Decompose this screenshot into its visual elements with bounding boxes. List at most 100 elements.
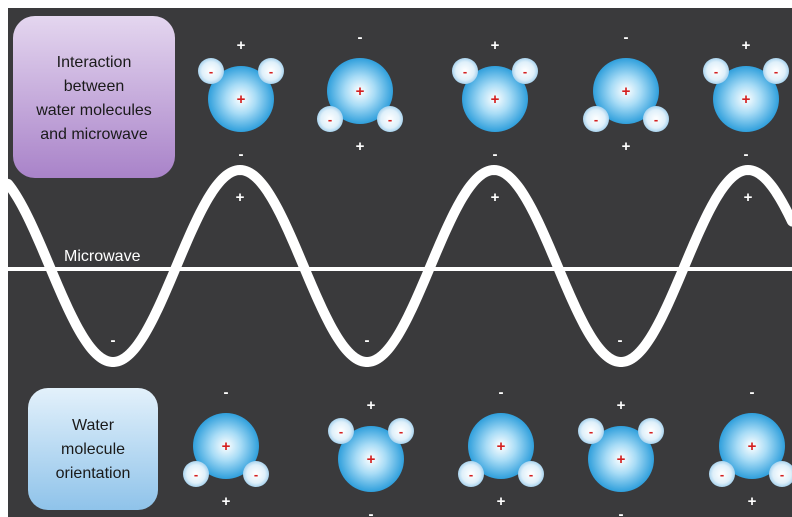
hydrogen-charge: - xyxy=(523,64,527,79)
molecule-bottom-sign: + xyxy=(748,493,757,510)
oxygen-atom xyxy=(338,426,404,492)
hydrogen-atom xyxy=(328,418,354,444)
hydrogen-charge: - xyxy=(594,112,598,127)
molecule-top-sign: + xyxy=(491,37,500,54)
molecule-top-sign: - xyxy=(224,384,229,401)
molecule-top-sign: - xyxy=(499,384,504,401)
wave-crest-sign: + xyxy=(744,189,753,206)
interaction-box-line-3: water molecules xyxy=(35,102,152,119)
molecule-bottom-sign: + xyxy=(356,138,365,155)
orientation-box-line-3: orientation xyxy=(56,465,131,482)
orientation-box-line-2: molecule xyxy=(61,441,125,458)
hydrogen-charge: - xyxy=(269,64,273,79)
molecule-bottom-sign: - xyxy=(744,146,749,163)
hydrogen-atom xyxy=(243,461,269,487)
oxygen-charge: + xyxy=(622,83,631,100)
wave-trough-sign: - xyxy=(618,332,623,349)
microwave-wave xyxy=(3,164,792,367)
molecule-top-sign: - xyxy=(358,29,363,46)
hydrogen-atom xyxy=(643,106,669,132)
oxygen-atom xyxy=(193,413,259,479)
hydrogen-charge: - xyxy=(780,467,784,482)
water-molecule: +--+- xyxy=(578,397,664,517)
water-molecule: +--+- xyxy=(328,397,414,517)
oxygen-charge: + xyxy=(748,438,757,455)
oxygen-atom xyxy=(593,58,659,124)
hydrogen-charge: - xyxy=(469,467,473,482)
hydrogen-charge: - xyxy=(328,112,332,127)
hydrogen-atom xyxy=(638,418,664,444)
molecule-bottom-sign: - xyxy=(619,506,624,517)
hydrogen-atom xyxy=(258,58,284,84)
hydrogen-charge: - xyxy=(649,424,653,439)
hydrogen-atom xyxy=(578,418,604,444)
oxygen-charge: + xyxy=(367,451,376,468)
wave-crest-sign: + xyxy=(491,189,500,206)
wave-charge-signs: + + + - - - xyxy=(111,189,753,349)
oxygen-atom xyxy=(713,66,779,132)
molecule-top-sign: - xyxy=(750,384,755,401)
hydrogen-charge: - xyxy=(529,467,533,482)
oxygen-atom xyxy=(208,66,274,132)
molecule-bottom-sign: - xyxy=(239,146,244,163)
hydrogen-atom xyxy=(518,461,544,487)
interaction-box-line-4: and microwave xyxy=(40,126,148,143)
interaction-box: Interaction between water molecules and … xyxy=(13,16,175,178)
water-molecule: +--+- xyxy=(452,37,538,163)
hydrogen-atom xyxy=(183,461,209,487)
top-molecule-row: +--+-+---++--+-+---++--+- xyxy=(198,29,789,163)
molecule-top-sign: + xyxy=(617,397,626,414)
oxygen-charge: + xyxy=(491,91,500,108)
hydrogen-charge: - xyxy=(463,64,467,79)
molecule-bottom-sign: - xyxy=(369,506,374,517)
interaction-box-line-2: between xyxy=(64,78,125,95)
oxygen-atom xyxy=(462,66,528,132)
molecule-top-sign: - xyxy=(624,29,629,46)
water-molecule: + - - + - xyxy=(198,37,284,163)
hydrogen-charge: - xyxy=(654,112,658,127)
hydrogen-atom xyxy=(317,106,343,132)
hydrogen-atom xyxy=(763,58,789,84)
microwave-label: Microwave xyxy=(64,248,141,265)
hydrogen-atom xyxy=(198,58,224,84)
molecule-top-sign: + xyxy=(742,37,751,54)
hydrogen-atom xyxy=(458,461,484,487)
oxygen-atom xyxy=(719,413,785,479)
wave-crest-sign: + xyxy=(236,189,245,206)
hydrogen-atom xyxy=(512,58,538,84)
hydrogen-charge: - xyxy=(774,64,778,79)
hydrogen-charge: - xyxy=(209,64,213,79)
hydrogen-charge: - xyxy=(254,467,258,482)
water-molecule: + - - - + xyxy=(458,384,544,510)
hydrogen-charge: - xyxy=(714,64,718,79)
oxygen-charge: + xyxy=(222,438,231,455)
water-molecule: + - - + - xyxy=(703,37,789,163)
oxygen-charge: + xyxy=(497,438,506,455)
molecule-bottom-sign: + xyxy=(222,493,231,510)
bottom-molecule-row: +---++--+-+---++--+-+---+ xyxy=(183,384,792,517)
interaction-box-line-1: Interaction xyxy=(57,54,132,71)
hydrogen-charge: - xyxy=(339,424,343,439)
molecule-top-sign: + xyxy=(237,37,246,54)
molecule-bottom-sign: + xyxy=(622,138,631,155)
hydrogen-charge: - xyxy=(194,467,198,482)
hydrogen-atom xyxy=(388,418,414,444)
orientation-box-line-1: Water xyxy=(72,417,115,434)
water-molecule: +---+ xyxy=(317,29,403,155)
water-molecule: +---+ xyxy=(709,384,792,510)
oxygen-charge: + xyxy=(742,91,751,108)
oxygen-atom xyxy=(468,413,534,479)
oxygen-charge: + xyxy=(617,451,626,468)
hydrogen-atom xyxy=(452,58,478,84)
wave-trough-sign: - xyxy=(111,332,116,349)
hydrogen-atom xyxy=(377,106,403,132)
orientation-box: Water molecule orientation xyxy=(28,388,158,510)
hydrogen-atom xyxy=(583,106,609,132)
oxygen-charge: + xyxy=(237,91,246,108)
wave-trough-sign: - xyxy=(365,332,370,349)
molecule-bottom-sign: + xyxy=(497,493,506,510)
water-molecule: + - - - + xyxy=(183,384,269,510)
hydrogen-charge: - xyxy=(388,112,392,127)
